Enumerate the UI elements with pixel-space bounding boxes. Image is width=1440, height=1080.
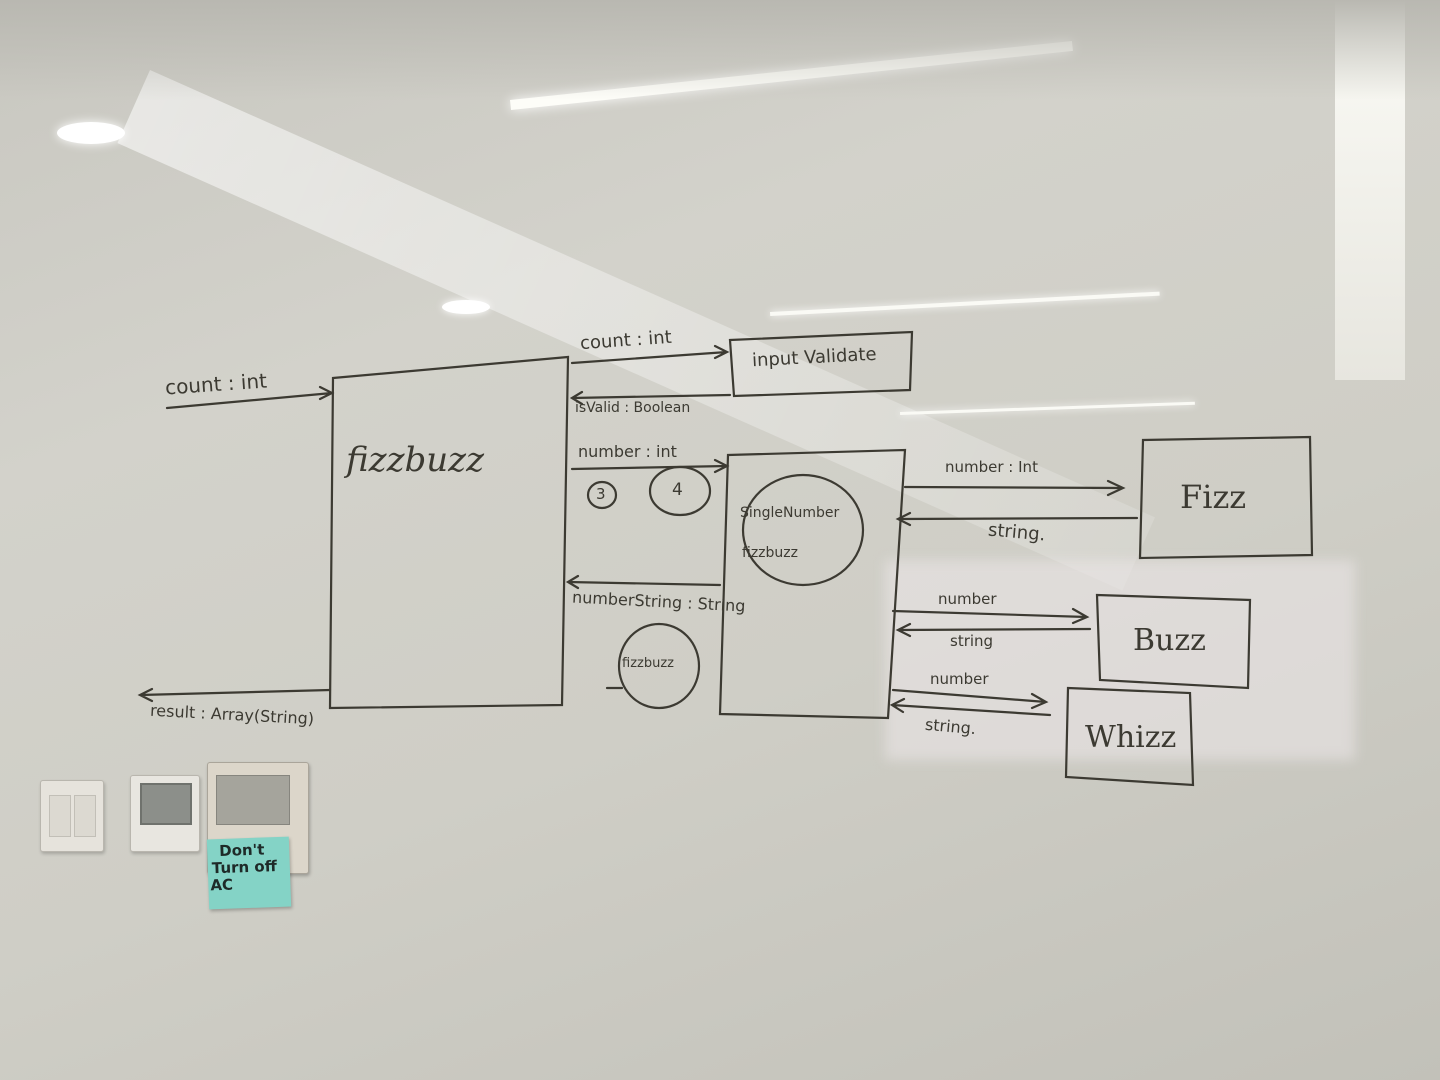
sticky-line-1: Don't xyxy=(218,840,265,861)
arrow-fizz-in xyxy=(903,479,1126,497)
arrow-number-string xyxy=(565,574,722,590)
mark-4: 4 xyxy=(672,480,683,500)
ceiling-lamp-1 xyxy=(57,122,125,144)
box-buzz xyxy=(1095,593,1252,690)
mark-3: 3 xyxy=(596,485,606,503)
box-fizz-title: Fizz xyxy=(1180,478,1247,516)
arrow-whizz-in xyxy=(891,688,1049,710)
box-main xyxy=(328,355,570,710)
window-glare xyxy=(885,560,1355,760)
label-fizz-in: number : Int xyxy=(945,458,1038,476)
arrow-is-valid xyxy=(569,390,732,406)
box-whizz xyxy=(1064,686,1195,787)
arrow-fizz-out xyxy=(895,511,1139,527)
box-whizz-title: Whizz xyxy=(1085,720,1177,755)
box-fizz xyxy=(1138,435,1314,560)
box-validate xyxy=(728,330,914,398)
arrow-whizz-out xyxy=(889,697,1052,717)
arrow-result xyxy=(137,687,332,703)
box-main-title: fizzbuzz xyxy=(346,440,484,480)
label-whizz-in: number xyxy=(930,670,989,688)
label-buzz-out: string xyxy=(950,632,994,650)
circle-4 xyxy=(648,465,712,517)
arrow-count-out xyxy=(570,344,730,365)
arrow-count-in xyxy=(165,385,335,410)
arrow-number xyxy=(570,458,730,474)
arrow-buzz-in xyxy=(891,607,1090,625)
circle-single xyxy=(741,473,865,587)
sticky-note: Don't Turn off AC xyxy=(206,836,292,910)
mark-fizzbuzz: fizzbuzz xyxy=(622,656,674,671)
label-number-out: number : int xyxy=(578,442,677,461)
ceiling-band xyxy=(0,0,1440,100)
light-switch xyxy=(40,780,104,852)
label-is-valid: isValid : Boolean xyxy=(575,400,691,416)
circle-3 xyxy=(586,480,618,510)
arrow-buzz-out xyxy=(895,622,1092,638)
circle-fizzbuzz xyxy=(617,622,701,710)
box-single-title-1: SingleNumber xyxy=(740,505,840,521)
ceiling-lamp-2 xyxy=(442,300,490,314)
label-buzz-in: number xyxy=(938,590,997,608)
box-buzz-title: Buzz xyxy=(1133,623,1206,658)
sticky-line-3: AC xyxy=(210,875,234,895)
box-single xyxy=(718,448,907,720)
box-single-title-2: fizzbuzz xyxy=(742,545,798,561)
thermostat-panel xyxy=(130,775,200,852)
